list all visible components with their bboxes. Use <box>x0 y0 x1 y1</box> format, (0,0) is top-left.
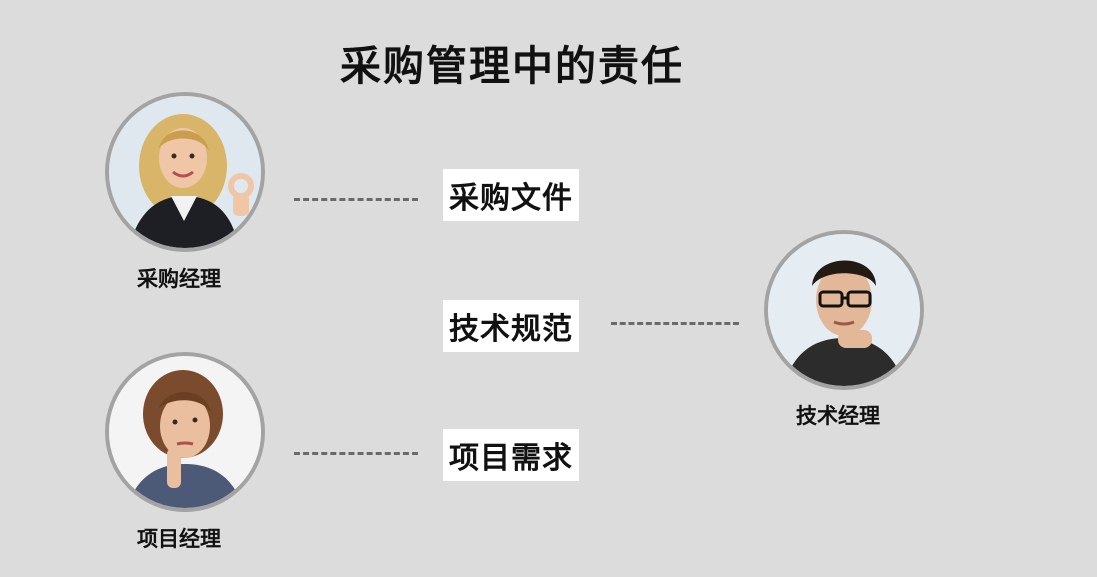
slide-title: 采购管理中的责任 <box>340 42 684 90</box>
project-manager-avatar <box>105 352 265 512</box>
procurement-manager-label: 采购经理 <box>137 267 221 291</box>
project-req-connector <box>294 452 418 455</box>
technical-manager-avatar <box>764 230 924 390</box>
tech-spec-connector <box>611 322 739 325</box>
project-req-box: 项目需求 <box>443 429 579 481</box>
procurement-manager-avatar <box>105 92 265 252</box>
technical-manager-label: 技术经理 <box>796 404 880 428</box>
tech-spec-box: 技术规范 <box>443 300 579 352</box>
project-manager-label: 项目经理 <box>137 527 221 551</box>
procurement-docs-box: 采购文件 <box>443 169 579 221</box>
procurement-docs-connector <box>294 198 418 201</box>
